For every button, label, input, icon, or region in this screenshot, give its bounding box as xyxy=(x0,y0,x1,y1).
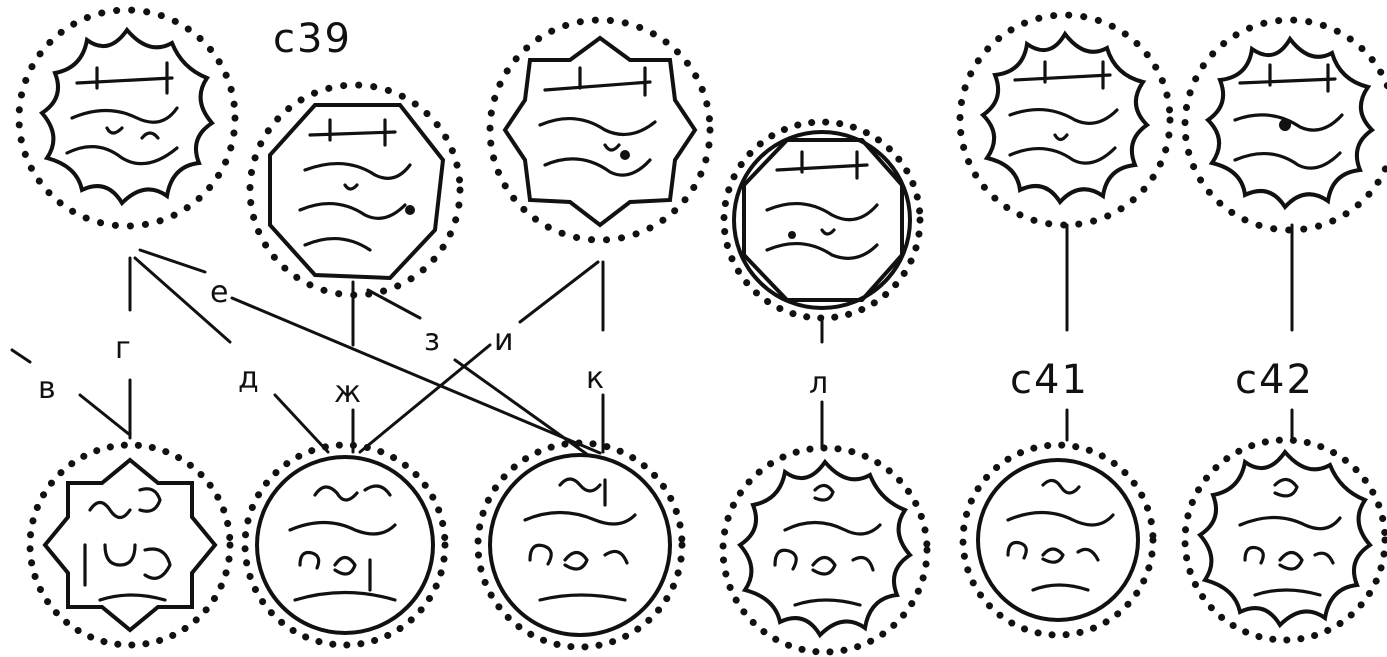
coin-reverse-4 xyxy=(723,448,927,652)
label-k: к xyxy=(586,361,604,396)
coin-obverse-6 xyxy=(1185,20,1387,230)
label-d: д xyxy=(238,361,259,396)
line-d xyxy=(275,395,328,452)
label-z: з xyxy=(424,323,440,358)
line-v xyxy=(12,350,30,362)
coin-reverse-1 xyxy=(30,445,230,645)
line-z xyxy=(368,290,420,318)
label-c41: с41 xyxy=(1010,357,1089,403)
coin-obverse-5 xyxy=(960,15,1170,225)
label-l: л xyxy=(809,366,828,401)
coin-obverse-3 xyxy=(490,20,710,240)
label-c39: с39 xyxy=(273,16,352,62)
label-g: г xyxy=(115,331,131,366)
label-i: и xyxy=(494,323,514,358)
coin-reverse-5 xyxy=(963,445,1153,635)
line-e xyxy=(232,298,600,453)
coin-obverse-1 xyxy=(19,10,235,226)
line-e xyxy=(140,250,205,272)
line-z xyxy=(455,360,588,455)
label-c42: с42 xyxy=(1235,357,1314,403)
label-e: е xyxy=(210,275,228,310)
coin-obverse-2 xyxy=(250,85,460,295)
coin-obverse-4 xyxy=(724,122,920,318)
coin-reverse-2 xyxy=(245,445,445,645)
line-i xyxy=(520,262,598,322)
label-zh: ж xyxy=(334,375,361,410)
connector-lines xyxy=(12,225,1292,455)
coin-reverse-3 xyxy=(478,443,682,647)
coin-reverse-6 xyxy=(1185,440,1385,640)
line-v xyxy=(80,395,130,435)
label-v: в xyxy=(38,371,56,406)
